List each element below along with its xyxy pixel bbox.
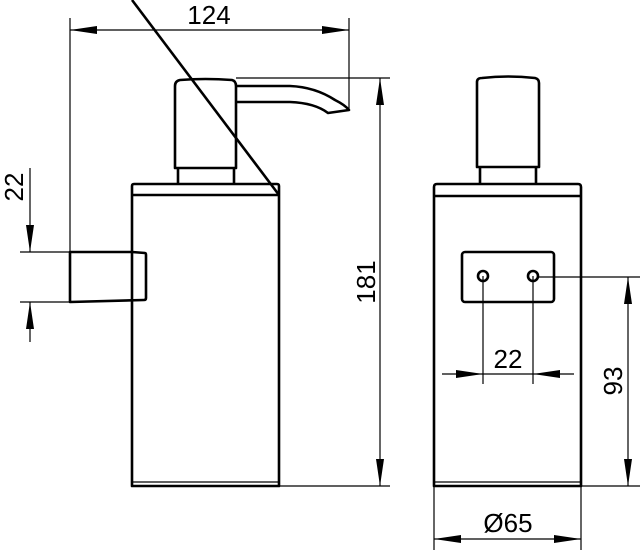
side-dimensions: 124 181 22: [0, 0, 390, 487]
dim-overall-width: 124: [187, 0, 230, 30]
dim-hole-spacing: 22: [494, 344, 523, 374]
collar: [130, 182, 281, 195]
front-bottle-body: [432, 196, 583, 488]
side-view: [68, 0, 351, 488]
dim-overall-height: 181: [351, 260, 381, 303]
dim-hole-height: 93: [598, 367, 628, 396]
wall-bracket: [68, 250, 148, 304]
collar-line: [130, 0, 281, 196]
front-neck: [478, 167, 538, 184]
front-collar: [432, 182, 583, 196]
pump-head: [173, 77, 238, 170]
dim-bracket-height: 22: [0, 173, 29, 202]
front-dimensions: 22 93 Ø65: [433, 276, 640, 550]
spout: [236, 84, 351, 115]
bottle-body: [130, 195, 281, 488]
dim-diameter: Ø65: [483, 508, 532, 538]
front-pump-head: [475, 75, 541, 169]
neck: [176, 168, 236, 184]
front-view: [432, 75, 583, 488]
